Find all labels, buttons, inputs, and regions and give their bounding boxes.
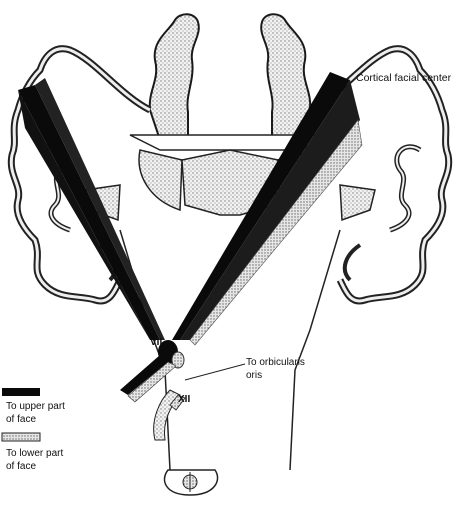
legend-lower-line1: To lower part xyxy=(6,448,64,459)
right-fiber-tract xyxy=(172,72,363,346)
facial-nucleus xyxy=(120,340,246,441)
label-nerve-vii: VII xyxy=(150,337,163,348)
legend-swatch-upper xyxy=(2,388,40,396)
right-hemisphere xyxy=(260,13,453,305)
label-orbicularis-line1: To orbicularis xyxy=(246,357,305,368)
label-cortical-facial-center: Cortical facial center xyxy=(356,72,452,84)
legend-swatch-lower xyxy=(1,432,41,442)
label-nerve-xii: XII xyxy=(178,394,191,405)
legend-upper-line2: of face xyxy=(6,414,37,425)
left-fiber-tract xyxy=(18,78,165,340)
left-hemisphere xyxy=(7,13,200,305)
legend-lower-line2: of face xyxy=(6,461,37,472)
label-orbicularis-line2: oris xyxy=(246,370,263,381)
legend-upper-line1: To upper part xyxy=(6,401,65,412)
brainstem xyxy=(119,229,341,496)
